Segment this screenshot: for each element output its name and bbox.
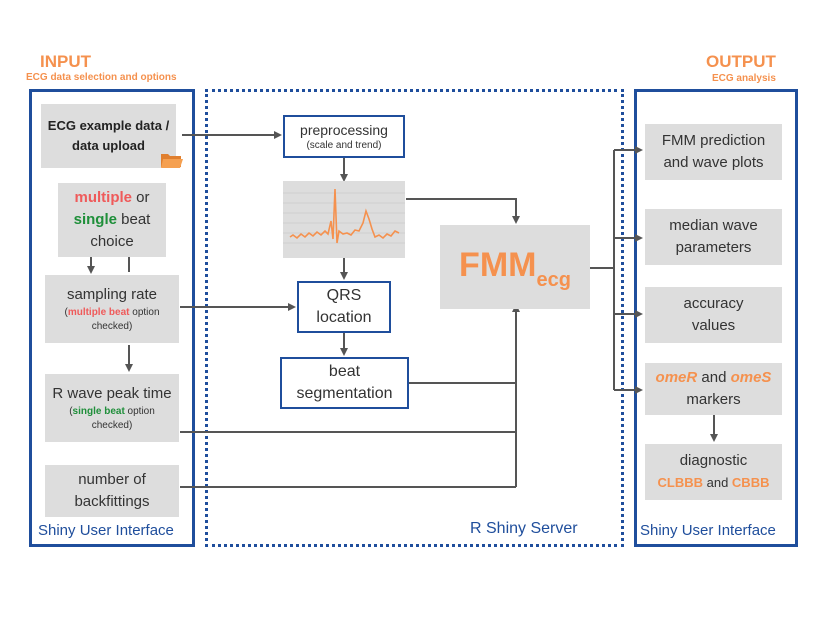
prediction-line2: and wave plots [663, 154, 764, 171]
output-footer: Shiny User Interface [640, 522, 776, 539]
output-title: OUTPUT [706, 52, 776, 71]
paren-open: ( [64, 307, 68, 318]
backfit-line1: number of [78, 471, 146, 488]
backfit-line2: backfittings [74, 493, 150, 510]
beat-choice-box[interactable]: multiple or single beat choice [58, 183, 166, 257]
or-label: or [132, 189, 150, 206]
omeS-label: omeS [730, 369, 772, 386]
fmm-sub: ecg [536, 268, 571, 291]
multiple-label: multiple [74, 189, 132, 206]
upload-label-line2: data upload [72, 138, 145, 153]
fmm-ecg-box[interactable]: FMMecg [440, 225, 590, 309]
markers-line1: omeR and omeS [656, 367, 772, 389]
fmm-ecg-label: FMMecg [459, 245, 571, 291]
cbbb-label: CBBB [731, 475, 770, 490]
multiple-beat-label: multiple beat [67, 307, 130, 318]
beat-line2: segmentation [296, 385, 393, 402]
single-beat-label: single beat [72, 406, 125, 417]
server-footer: R Shiny Server [470, 520, 578, 537]
checked-label: checked) [91, 420, 133, 431]
input-title: INPUT [40, 52, 91, 71]
omeR-label: omeR [655, 369, 698, 386]
and-label: and [697, 369, 731, 386]
accuracy-box[interactable]: accuracy values [645, 287, 782, 343]
r-peak-title: R wave peak time [52, 385, 172, 402]
qrs-line2: location [316, 309, 372, 326]
sampling-rate-title: sampling rate [66, 286, 158, 303]
folder-icon [161, 154, 183, 168]
accuracy-line2: values [691, 317, 736, 334]
median-line1: median wave [669, 217, 758, 234]
input-subtitle: ECG data selection and options [26, 72, 177, 83]
preprocessing-title: preprocessing [300, 121, 388, 138]
option-label: option [129, 307, 160, 318]
diagnostic-line2: CLBBB and CBBB [658, 472, 770, 494]
qrs-location-box[interactable]: QRS location [297, 281, 391, 333]
diagnostic-line1: diagnostic [679, 452, 748, 469]
and-label: and [703, 475, 732, 490]
paren-open: ( [69, 406, 73, 417]
server-panel [205, 89, 624, 547]
sampling-rate-note: (multiple beat option [64, 306, 159, 320]
input-header: INPUT ECG data selection and options [26, 52, 177, 83]
beat-choice-line2: single beat [74, 209, 151, 231]
upload-label-line1: ECG example data / [47, 118, 170, 133]
prediction-line1: FMM prediction [661, 132, 766, 149]
diagnostic-box[interactable]: diagnostic CLBBB and CBBB [645, 444, 782, 500]
output-header: OUTPUT ECG analysis [706, 52, 776, 84]
markers-line2: markers [686, 391, 741, 408]
fmm-prediction-box[interactable]: FMM prediction and wave plots [645, 124, 782, 180]
output-subtitle: ECG analysis [711, 73, 776, 84]
choice-label: choice [90, 233, 134, 250]
r-peak-note: (single beat option [69, 405, 155, 419]
preprocessing-box[interactable]: preprocessing (scale and trend) [283, 115, 405, 158]
input-footer: Shiny User Interface [38, 522, 174, 539]
beat-line1: beat [328, 363, 361, 380]
median-line2: parameters [675, 239, 752, 256]
clbbb-label: CLBBB [657, 475, 704, 490]
median-wave-box[interactable]: median wave parameters [645, 209, 782, 265]
backfittings-box[interactable]: number of backfittings [45, 465, 179, 517]
fmm-main: FMM [459, 245, 537, 284]
upload-box[interactable]: ECG example data / data upload [41, 104, 183, 168]
sampling-rate-box[interactable]: sampling rate (multiple beat option chec… [45, 275, 179, 343]
preprocessing-sub: (scale and trend) [306, 139, 382, 151]
beat-segmentation-box[interactable]: beat segmentation [280, 357, 409, 409]
ecg-signal-icon [283, 188, 405, 244]
beat-label: beat [116, 211, 151, 228]
markers-box[interactable]: omeR and omeS markers [645, 363, 782, 415]
beat-choice-line1: multiple or [74, 187, 149, 209]
output-panel [634, 89, 798, 547]
option-label: option [124, 406, 155, 417]
qrs-line1: QRS [326, 287, 362, 304]
r-peak-box[interactable]: R wave peak time (single beat option che… [45, 374, 179, 442]
accuracy-line1: accuracy [683, 295, 744, 312]
ecg-signal-plot [283, 181, 405, 258]
input-panel [29, 89, 195, 547]
checked-label: checked) [91, 321, 133, 332]
single-label: single [73, 211, 117, 228]
